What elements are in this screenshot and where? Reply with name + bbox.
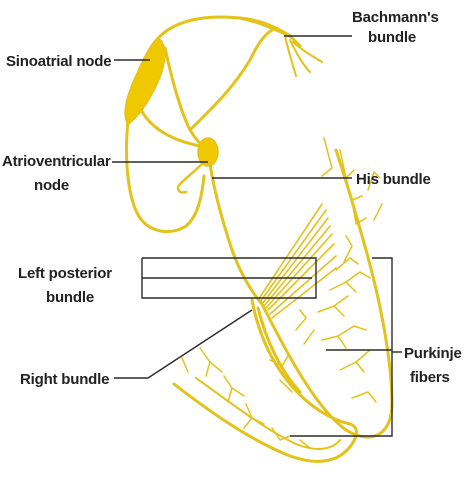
label-bachmann-line2: bundle: [368, 29, 416, 46]
right-atrial-wall: [127, 120, 205, 232]
label-purkinje-line2: fibers: [410, 369, 450, 386]
right-ventricle-wall: [174, 384, 356, 461]
label-bachmann-line1: Bachmann's: [352, 9, 439, 26]
label-left-posterior-line1: Left posterior: [18, 265, 112, 282]
atrial-top-pathway: [155, 17, 290, 42]
label-purkinje-line1: Purkinje: [404, 345, 462, 362]
purkinje-fibers-network: [182, 138, 382, 448]
av-loop: [178, 162, 204, 192]
anterior-internodal-tract: [165, 48, 208, 150]
left-bundle-fan-8: [272, 268, 336, 318]
sinoatrial-node-shape: [125, 38, 165, 124]
conduction-pathways: [125, 17, 392, 461]
left-bundle-fan-4: [264, 226, 330, 306]
label-sinoatrial: Sinoatrial node: [6, 53, 111, 70]
label-his-bundle: His bundle: [356, 171, 431, 188]
label-av-line2: node: [34, 177, 69, 194]
left-ventricle-wall: [262, 150, 392, 437]
right-bundle-trunk: [252, 300, 350, 424]
his-bundle-trunk: [210, 164, 262, 304]
label-av-line1: Atrioventricular: [2, 153, 111, 170]
label-right-bundle: Right bundle: [20, 371, 109, 388]
leader-right-bundle: [114, 310, 252, 378]
leader-lines: [112, 36, 402, 436]
posterior-internodal-tract: [190, 30, 272, 130]
right-bundle-inner: [258, 308, 300, 392]
label-left-posterior-line2: bundle: [46, 289, 94, 306]
left-bundle-fan-7: [270, 256, 336, 314]
right-ventricle-inner: [196, 378, 340, 449]
